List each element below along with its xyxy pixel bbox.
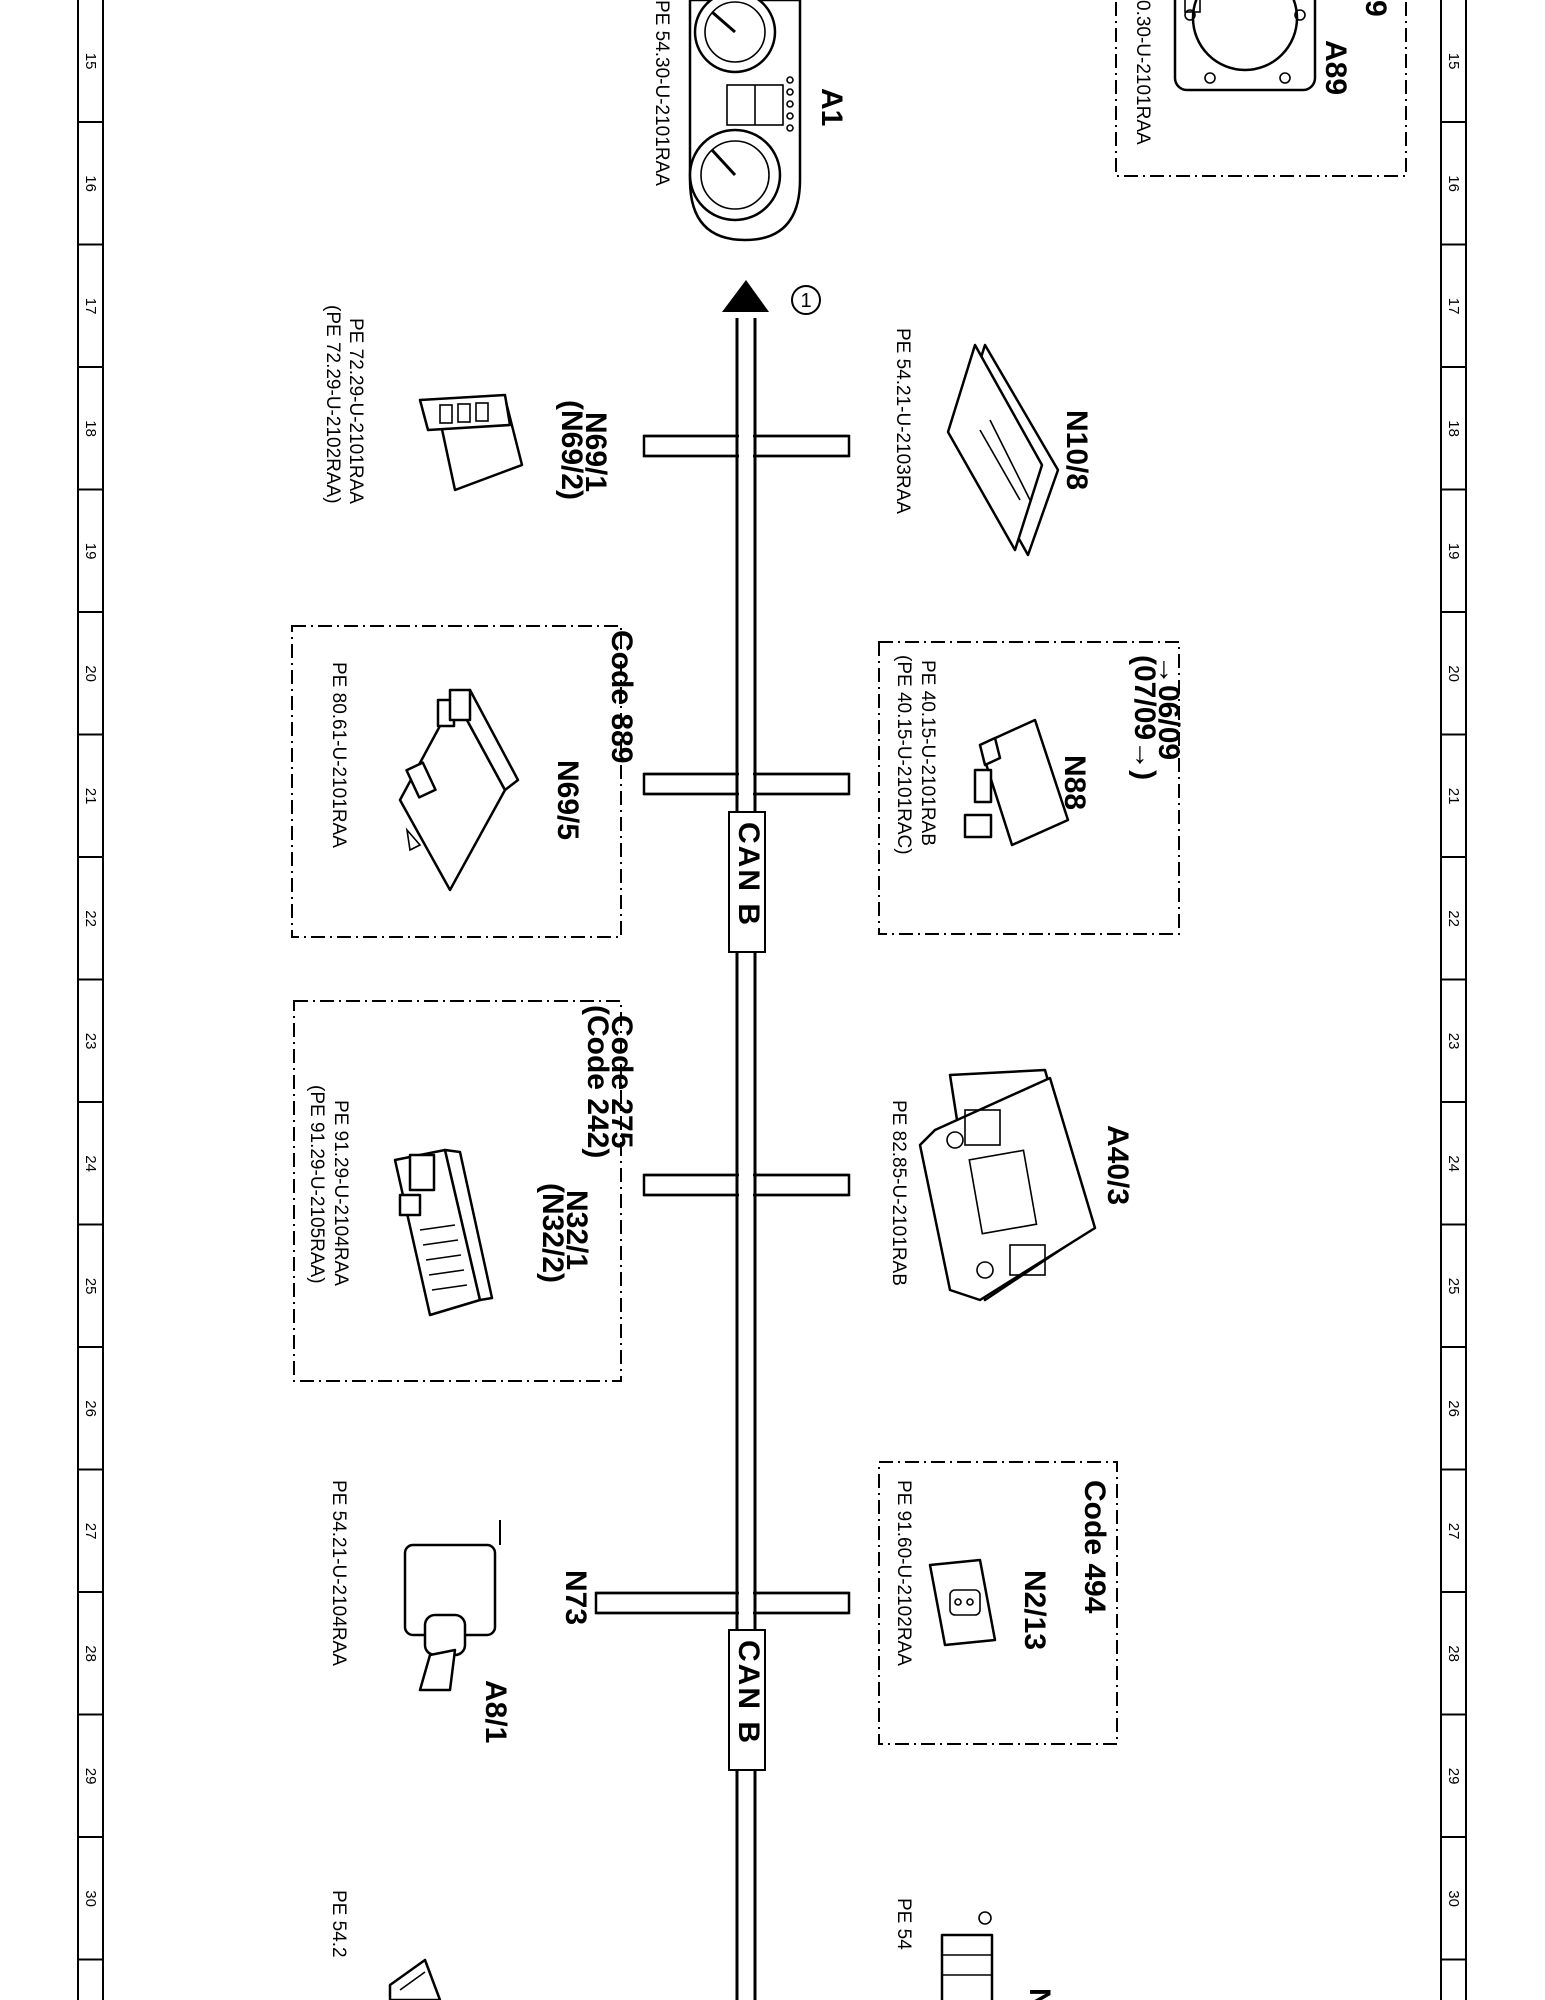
- ruler-number: 26: [82, 1400, 99, 1417]
- ruler-number: 16: [1445, 175, 1462, 192]
- code-275-box: [293, 1000, 622, 1382]
- ruler-number: 29: [1445, 1768, 1462, 1785]
- ruler-number: 18: [82, 420, 99, 437]
- can-b-label-2: CAN B: [728, 1629, 766, 1771]
- comand-head-unit-icon: [918, 1068, 1097, 1302]
- module-label-n32-1: N32/1: [560, 1190, 593, 1270]
- ref-n88-0: PE 40.15-U-2101RAB: [917, 660, 938, 846]
- alt-label-n32-2: (N32/2): [536, 1183, 569, 1283]
- module-label-a89: A89: [1319, 40, 1352, 95]
- ezs-ignition-switch-icon: [403, 1520, 501, 1692]
- code-label-494: Code 494: [1078, 1480, 1111, 1614]
- ruler-number: 28: [1445, 1645, 1462, 1662]
- partial-module-icon: [388, 1958, 442, 2000]
- ruler-number: 25: [1445, 1278, 1462, 1295]
- door-control-module-icon: [418, 393, 524, 492]
- ref-n88-1: (PE 40.15-U-2101RAC): [893, 655, 914, 855]
- module-label-a89-cut: 9: [1359, 0, 1392, 17]
- ruler-number: 20: [82, 665, 99, 682]
- ruler-number: 18: [1445, 420, 1462, 437]
- keyless-go-module-icon: [398, 688, 520, 892]
- ruler-number: 21: [1445, 788, 1462, 805]
- ruler-number: 15: [82, 53, 99, 70]
- ruler-number: 30: [82, 1890, 99, 1907]
- module-label-a8-1: A8/1: [479, 1680, 512, 1743]
- ruler-number: 23: [82, 1033, 99, 1050]
- occupant-sensor-module-icon: [928, 1558, 997, 1647]
- module-label-n88: N88: [1058, 755, 1091, 810]
- ref-n69-1-1: (PE 72.29-U-2102RAA): [322, 305, 343, 504]
- n88-validity-box: [878, 641, 1180, 935]
- ruler-number: 29: [82, 1768, 99, 1785]
- ruler-number: 15: [1445, 53, 1462, 70]
- ref-n73-0: PE 54.21-U-2104RAA: [328, 1480, 349, 1666]
- alt-label-n69-2: (N69/2): [555, 400, 588, 500]
- code-label-242: (Code 242): [581, 1005, 614, 1158]
- svg-text:CAN B: CAN B: [732, 822, 765, 927]
- ruler-number: 19: [82, 543, 99, 560]
- ruler-number: 24: [82, 1155, 99, 1172]
- seat-control-module-icon: [393, 1148, 494, 1317]
- module-label-n2-13: N2/13: [1018, 1570, 1051, 1650]
- border-frame: [77, 0, 1467, 2000]
- ref-a1-0: PE 54.30-U-2101RAA: [651, 0, 672, 186]
- connector-marker-circle: [791, 285, 821, 315]
- ruler-number: 16: [82, 175, 99, 192]
- ruler-number: 26: [1445, 1400, 1462, 1417]
- code-label-275: Code 275: [605, 1015, 638, 1148]
- ref-a40-3-0: PE 82.85-U-2101RAB: [888, 1100, 909, 1286]
- ref-n2-13-0: PE 91.60-U-2102RAA: [893, 1480, 914, 1666]
- ruler-number: 19: [1445, 543, 1462, 560]
- module-label-a40-3: A40/3: [1101, 1125, 1134, 1205]
- ruler-number: 25: [82, 1278, 99, 1295]
- ruler-number: 22: [1445, 910, 1462, 927]
- ruler-number: 17: [1445, 298, 1462, 315]
- module-label-n10-8: N10/8: [1060, 410, 1093, 490]
- module-label-n69-5: N69/5: [551, 760, 584, 840]
- ruler-number: 22: [82, 910, 99, 927]
- module-label-n73: N73: [559, 1570, 592, 1625]
- ref-a89-0: 0.30-U-2101RAA: [1132, 0, 1153, 145]
- ruler-number: 27: [82, 1523, 99, 1540]
- code-label-889: Code 889: [605, 630, 638, 763]
- ruler-number: 27: [1445, 1523, 1462, 1540]
- ruler-ticks: [78, 121, 1466, 1961]
- sam-module-icon: [946, 343, 1060, 557]
- ruler-number: 30: [1445, 1890, 1462, 1907]
- ruler-number: 23: [1445, 1033, 1462, 1050]
- ref-n69-1-0: PE 72.29-U-2101RAA: [345, 318, 366, 504]
- bus-branch-n73-n2-13: [594, 1591, 851, 1615]
- validity-n88-1: (07/09→): [1128, 655, 1161, 780]
- bus-arrow-head: [722, 280, 769, 312]
- ref-n69-5-0: PE 80.61-U-2101RAA: [328, 662, 349, 848]
- ref-n32-1-1: (PE 91.29-U-2105RAA): [306, 1085, 327, 1284]
- radar-sensor-icon: [1173, 0, 1317, 92]
- ruler-number: 20: [1445, 665, 1462, 682]
- partial-module-icon: [940, 1911, 994, 2000]
- svg-text:CAN B: CAN B: [732, 1640, 765, 1745]
- ruler-number: 17: [82, 298, 99, 315]
- ref-n10-8-0: PE 54.21-U-2103RAA: [892, 328, 913, 514]
- module-label-n69-1: N69/1: [579, 412, 612, 492]
- ruler-number: 28: [82, 1645, 99, 1662]
- module-label-a1: A1: [815, 88, 848, 126]
- ref-partial-right: PE 54: [893, 1898, 914, 1950]
- can-b-bus: 1 CAN B: [594, 280, 851, 2000]
- a89-box: [1115, 0, 1407, 177]
- ruler-labels: 15 15 16 16 17 17 18 18 19 19 20 20 21 21 22 22 23 23 24 24…: [82, 53, 1462, 1907]
- code-889-box: [291, 625, 622, 938]
- tire-pressure-module-icon: [963, 718, 1070, 847]
- ruler-number: 21: [82, 788, 99, 805]
- ruler-number: 24: [1445, 1155, 1462, 1172]
- ref-partial-left: PE 54.2: [328, 1890, 349, 1958]
- validity-n88-0: →06/09: [1152, 655, 1185, 760]
- ref-n32-1-0: PE 91.29-U-2104RAA: [330, 1100, 351, 1286]
- module-label-partial-right: N: [1023, 1988, 1056, 2000]
- instrument-cluster-icon: [688, 0, 802, 242]
- can-b-label-1: CAN B: [728, 811, 766, 953]
- connector-marker-label: 1: [800, 290, 811, 312]
